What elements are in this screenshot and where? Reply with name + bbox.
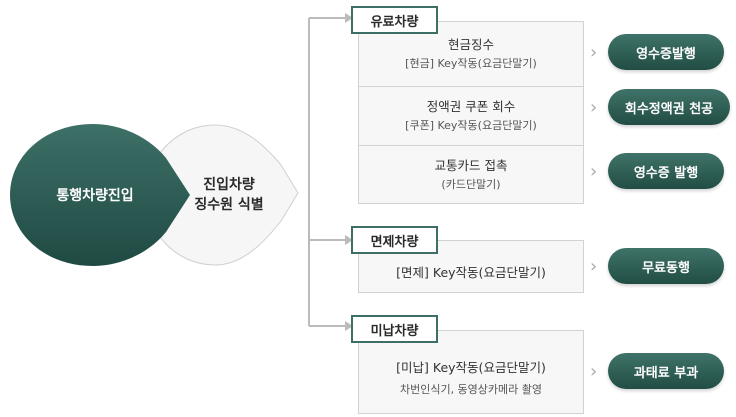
row-sub-text: (카드단말기): [441, 177, 501, 191]
row-sub-text: 차번인식기, 동영상카메라 촬영: [399, 382, 543, 396]
start-shape: [10, 124, 190, 266]
identify-label: 진입차량 징수원 식별: [170, 175, 288, 215]
row-sub-text: [현금] Key작동(요금단말기): [405, 57, 537, 70]
row-main-text: 교통카드 접촉: [434, 157, 508, 173]
paid-detail-box: 현금징수 [현금] Key작동(요금단말기) 정액권 쿠폰 회수 [쿠폰] Ke…: [358, 21, 584, 204]
identify-line1: 진입차량: [203, 177, 255, 193]
exempt-vehicle-header: 면제차량: [351, 226, 438, 254]
start-label: 통행차량진입: [56, 188, 134, 204]
exempt-row: [면제] Key작동(요금단말기): [359, 241, 583, 294]
paid-vehicle-header: 유료차량: [351, 6, 438, 34]
chevron-right-icon: ›: [590, 256, 598, 277]
result-free-pass: 무료동행: [608, 248, 724, 284]
row-main-text: [미납] Key작동(요금단말기): [396, 359, 546, 375]
chevron-right-icon: ›: [590, 42, 598, 63]
chevron-right-icon: ›: [590, 97, 598, 118]
row-main-text: [면제] Key작동(요금단말기): [396, 265, 546, 280]
arrowhead-3: [345, 321, 353, 331]
result-penalty: 과태료 부과: [608, 353, 724, 389]
arrowhead-1: [345, 13, 353, 23]
arrowhead-2: [345, 235, 353, 245]
result-receipt-issue-card: 영수증 발행: [608, 153, 724, 189]
row-main-text: 현금징수: [447, 37, 494, 52]
chevron-right-icon: ›: [590, 161, 598, 182]
row-main-text: 정액권 쿠폰 회수: [426, 99, 516, 114]
unpaid-row: [미납] Key작동(요금단말기) 차번인식기, 동영상카메라 촬영: [359, 331, 583, 415]
chevron-right-icon: ›: [590, 361, 598, 382]
row-sub-text: [쿠폰] Key작동(요금단말기): [405, 119, 537, 132]
paid-row-card: 교통카드 접촉 (카드단말기): [359, 145, 583, 203]
unpaid-detail-box: [미납] Key작동(요금단말기) 차번인식기, 동영상카메라 촬영: [358, 330, 584, 414]
identify-line2: 징수원 식별: [194, 197, 264, 213]
paid-row-cash: 현금징수 [현금] Key작동(요금단말기): [359, 22, 583, 86]
result-receipt-issue: 영수증발행: [608, 34, 724, 70]
result-coupon-punch: 회수정액권 천공: [608, 89, 730, 125]
paid-row-coupon: 정액권 쿠폰 회수 [쿠폰] Key작동(요금단말기): [359, 86, 583, 145]
unpaid-vehicle-header: 미납차량: [351, 315, 438, 343]
